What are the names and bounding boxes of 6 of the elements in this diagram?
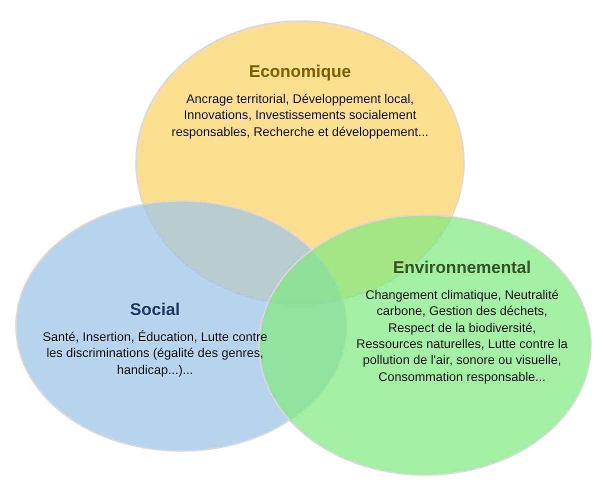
circle-description: Changement climatique, Neutralité carbone, Gestion des déchets, Respect de la biodiversité, Ressources naturelles, Lutte contre la pollution de l'air, sonore ou visuelle, Consommation responsable... [356, 287, 568, 386]
circle-heading: Environnemental [393, 258, 531, 278]
circle-description: Santé, Insertion, Éducation, Lutte contre les discriminations (égalité des genres, handicap...)... [42, 329, 268, 378]
circle-heading: Economique [248, 62, 351, 82]
circle-description: Ancrage territorial, Développement local, Innovations, Investissements socialement responsables, Recherche et développement... [170, 91, 430, 140]
circle-heading: Social [130, 300, 180, 320]
